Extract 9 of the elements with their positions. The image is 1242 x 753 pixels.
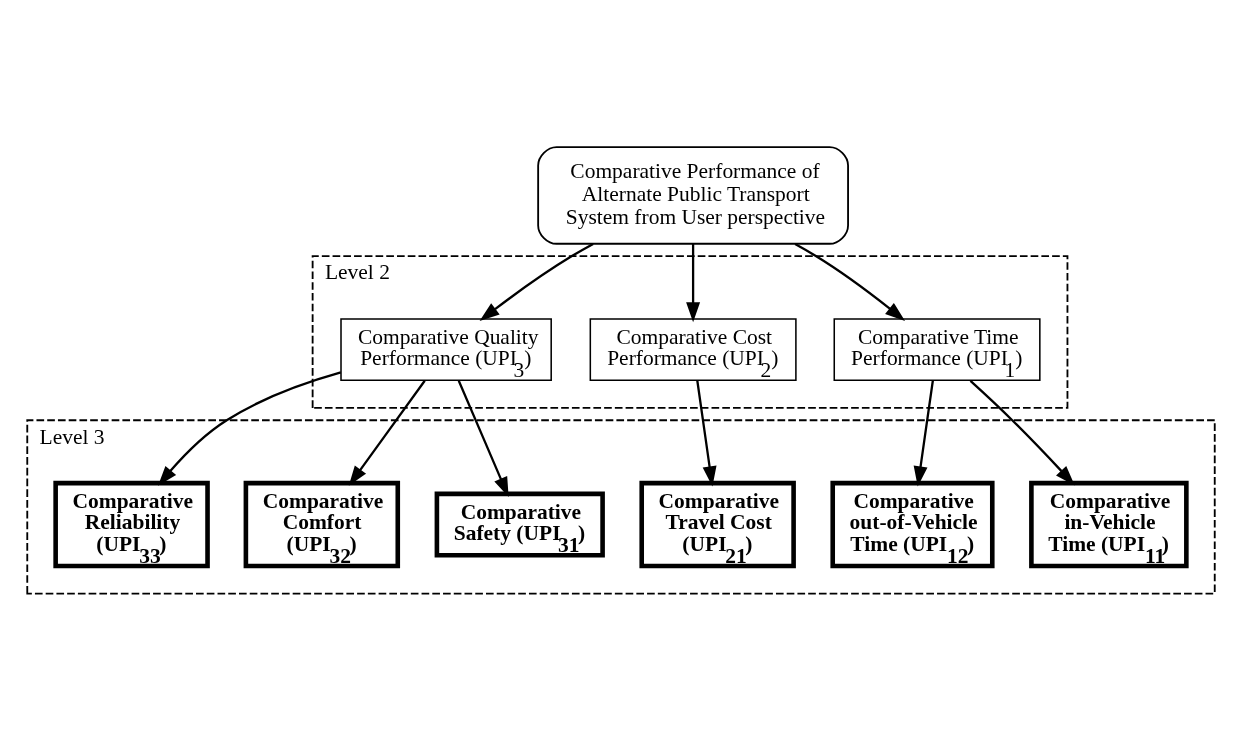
node-box: Comparative Performance of Alternate Public Transport System from User perspective: [537, 146, 849, 245]
arrow: [696, 380, 717, 487]
arrow: [969, 380, 1075, 486]
arrow: [457, 380, 509, 498]
arrow: [479, 242, 594, 322]
arrow: [158, 371, 342, 486]
arrow: [686, 244, 701, 323]
arrow: [348, 380, 426, 486]
arrow: [913, 380, 934, 487]
